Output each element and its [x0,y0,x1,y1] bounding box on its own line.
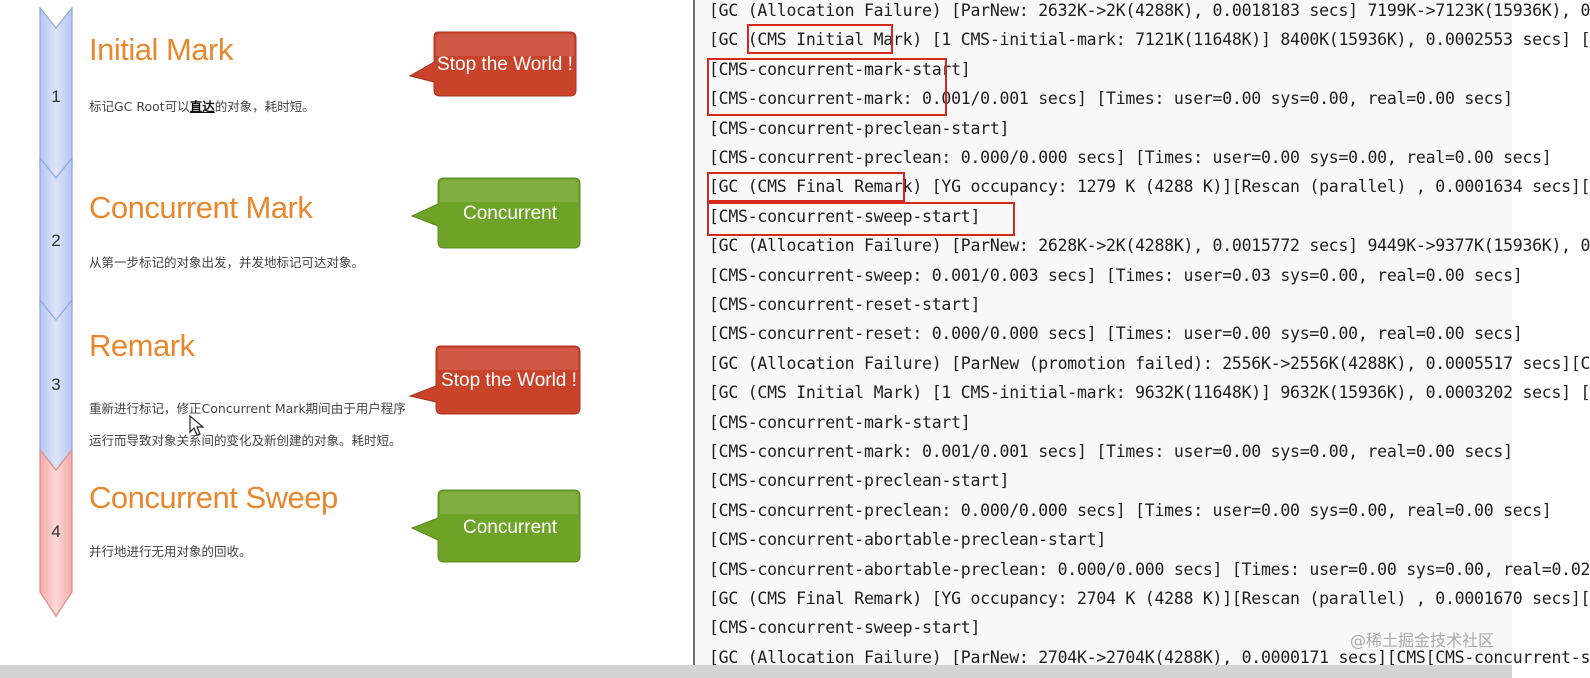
phase-desc-remark-line2: 运行而导致对象关系间的变化及新创建的对象。耗时短。 [89,433,402,448]
stw-label-1: Stop the World ! [437,54,573,75]
gc-log-line: [CMS-concurrent-mark: 0.001/0.001 secs] … [709,442,1513,461]
gc-log-line: [GC (Allocation Failure) [ParNew (promot… [709,353,1590,373]
phase-desc-concurrent-mark: 从第一步标记的对象出发，并发地标记可达对象。 [89,255,365,270]
gc-log-line: [GC (CMS Final Remark) [YG occupancy: 12… [709,177,1590,197]
highlight-cms-final-remark [707,172,905,202]
highlight-cms-initial-mark [747,24,893,54]
cms-phases-diagram: 1 2 3 4 Initial Mark 标记GC Root可以直达的对象，耗时… [0,0,693,665]
gc-log-line: [GC (CMS Final Remark) [YG occupancy: 27… [709,589,1590,608]
step-number-2: 2 [51,231,61,250]
panel-divider [693,0,695,665]
gc-log-line: [CMS-concurrent-reset: 0.000/0.000 secs]… [709,324,1523,344]
watermark: @稀土掘金技术社区 [1349,631,1494,650]
gc-log-line: [CMS-concurrent-abortable-preclean-start… [709,530,1107,550]
gc-log-line: [CMS-concurrent-mark: 0.001/0.001 secs] … [709,89,1513,109]
step-number-1: 1 [51,87,61,106]
gc-log-line: [CMS-concurrent-preclean-start] [709,471,1010,491]
gc-log-line: [CMS-concurrent-preclean: 0.000/0.000 se… [709,148,1552,167]
gc-log-line: [GC (CMS Initial Mark) [1 CMS-initial-ma… [709,30,1590,50]
phase-title-remark: Remark [89,328,195,363]
gc-log-line: [CMS-concurrent-mark-start] [709,412,971,432]
gc-log-line: [CMS-concurrent-preclean-start] [709,118,1010,138]
mouse-cursor-icon [189,414,205,436]
gc-log-line: [GC (CMS Initial Mark) [1 CMS-initial-ma… [709,383,1590,403]
highlight-concurrent-mark [707,58,947,116]
step-number-3: 3 [51,375,61,394]
gc-log-line: [CMS-concurrent-mark-start] [709,59,971,79]
phase-timeline [39,6,73,618]
gc-log-line: [GC (Allocation Failure) [ParNew: 2632K-… [709,1,1590,20]
highlight-concurrent-sweep-start [707,202,1015,236]
gc-log-line: [GC (Allocation Failure) [ParNew: 2628K-… [709,236,1590,256]
concurrent-callout-1 [410,177,581,249]
gc-log-line: [CMS-concurrent-abortable-preclean: 0.00… [709,559,1590,579]
gc-log-line: [CMS-concurrent-sweep-start] [709,206,981,226]
phase-title-concurrent-mark: Concurrent Mark [89,190,313,225]
step-number-4: 4 [51,522,61,541]
phase-desc-remark-line1: 重新进行标记，修正Concurrent Mark期间由于用户程序 [89,401,406,416]
gc-log-line: [CMS-concurrent-sweep: 0.001/0.003 secs]… [709,265,1523,285]
gc-log-panel: [GC (Allocation Failure) [ParNew: 2632K-… [695,0,1590,667]
phase-desc-initial-mark: 标记GC Root可以直达的对象，耗时短。 [89,99,315,114]
phase-title-concurrent-sweep: Concurrent Sweep [89,480,338,515]
concurrent-callout-2 [410,489,581,563]
stw-label-2: Stop the World ! [441,370,577,391]
concurrent-label-2: Concurrent [463,517,557,538]
phase-title-initial-mark: Initial Mark [89,32,233,67]
gc-log-line: [CMS-concurrent-preclean: 0.000/0.000 se… [709,500,1552,520]
gc-log-line: [CMS-concurrent-sweep-start] [709,618,981,638]
timeline-segment-4 [39,448,73,618]
gc-log-line: [GC (Allocation Failure) [ParNew: 2704K-… [709,647,1590,667]
stw-callout-2 [408,345,581,415]
phase-desc-concurrent-sweep: 并行地进行无用对象的回收。 [89,544,252,559]
bottom-bar [0,665,1512,678]
stw-callout-1 [408,31,577,97]
gc-log-line: [CMS-concurrent-reset-start] [709,295,981,314]
concurrent-label-1: Concurrent [463,203,557,224]
